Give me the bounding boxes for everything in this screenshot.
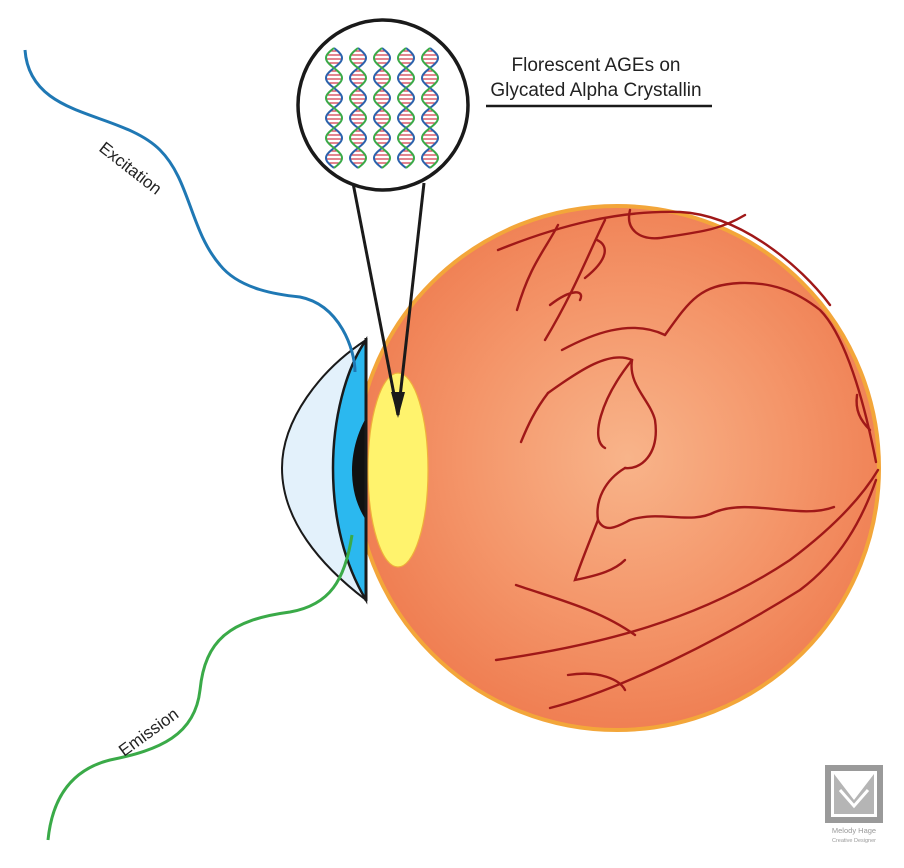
retinal-veins	[494, 208, 880, 710]
dna-helix	[324, 87, 344, 129]
excitation-wave	[23, 49, 357, 373]
dna-strand	[372, 47, 392, 89]
cornea	[331, 336, 368, 605]
dna-helix	[348, 127, 368, 169]
dna-helix	[396, 47, 416, 89]
dna-helix	[396, 87, 416, 129]
dna-helix	[372, 87, 392, 129]
creator-logo	[825, 765, 883, 823]
callout-pointer-tip	[391, 392, 405, 418]
dna-strand	[420, 47, 440, 89]
magnified-circle	[296, 18, 470, 192]
dna-strand	[324, 127, 344, 169]
dna-strand	[396, 87, 416, 129]
dna-strand	[348, 87, 368, 129]
dna-helix	[420, 87, 440, 129]
creator-role: Creative Designer	[832, 838, 876, 844]
dna-helix	[372, 47, 392, 89]
dna-strand	[348, 127, 368, 169]
dna-helix	[420, 47, 440, 89]
dna-helix	[396, 127, 416, 169]
callout-title-line2: Glycated Alpha Crystallin	[490, 80, 701, 101]
pupil	[352, 418, 366, 520]
callout-title-line1: Florescent AGEs on	[512, 55, 681, 76]
creator-name: Melody Hage	[832, 826, 876, 835]
dna-strand	[324, 47, 344, 89]
emission-label: Emission	[115, 704, 182, 760]
dna-strand	[420, 127, 440, 169]
eyeball	[353, 204, 881, 732]
callout-pointer	[351, 182, 426, 416]
emission-wave	[46, 534, 354, 841]
lens	[367, 372, 429, 568]
dna-helix-grid	[324, 47, 440, 169]
dna-helix	[348, 47, 368, 89]
dna-strand	[372, 127, 392, 169]
dna-strand	[396, 47, 416, 89]
dna-helix	[348, 87, 368, 129]
dna-helix	[324, 47, 344, 89]
dna-helix	[420, 127, 440, 169]
dna-helix	[324, 127, 344, 169]
dna-strand	[420, 87, 440, 129]
dna-strand	[396, 127, 416, 169]
dna-strand	[372, 87, 392, 129]
dna-strand	[348, 47, 368, 89]
dna-strand	[324, 87, 344, 129]
dna-helix	[372, 127, 392, 169]
